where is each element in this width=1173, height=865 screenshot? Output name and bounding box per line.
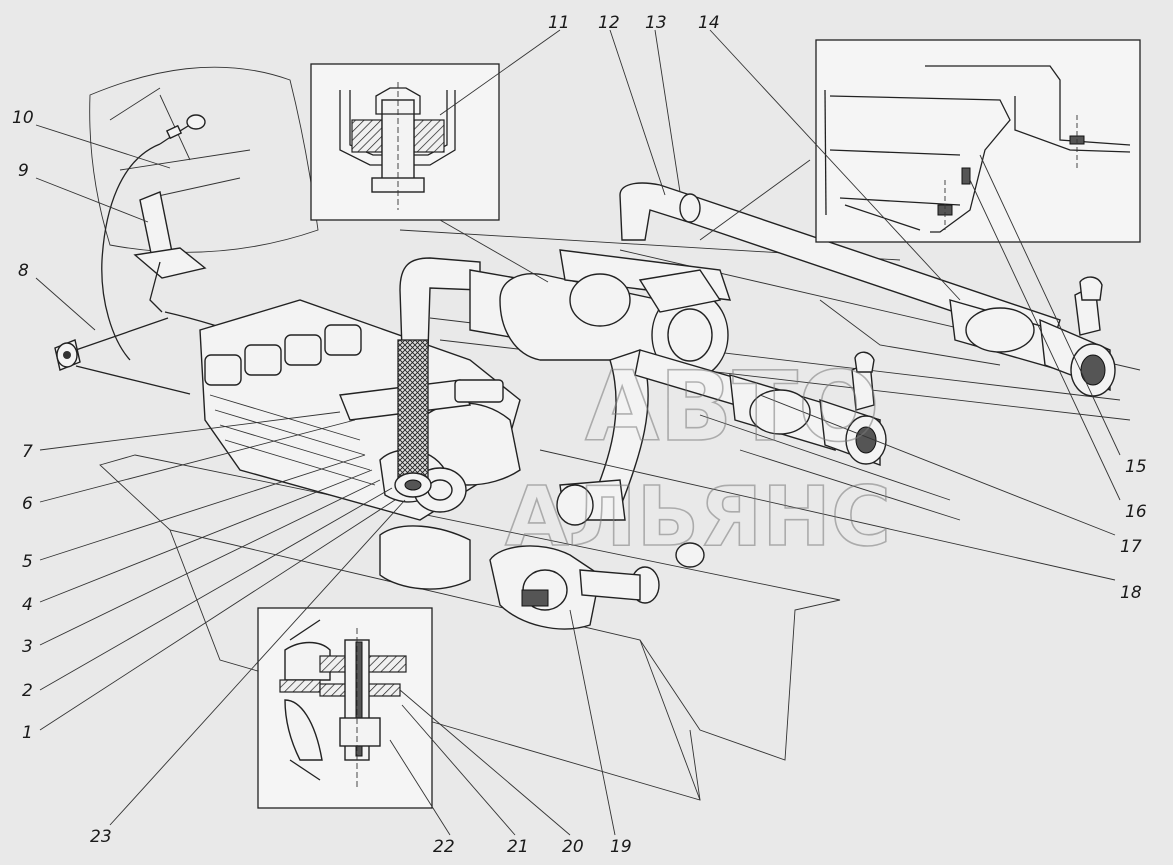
detail-view-flange-joint [257,607,433,809]
callout-21: 21 [507,837,529,857]
callout-5: 5 [22,552,33,572]
callout-4: 4 [22,595,33,615]
callout-10: 10 [12,108,34,128]
detail-view-muffler-mount [310,63,500,221]
callout-1: 1 [22,723,33,743]
callout-15: 15 [1125,457,1147,477]
vertical-exhaust-pipe [394,257,481,498]
callout-23: 23 [90,827,112,847]
detail-view-frame-bracket [815,39,1141,243]
callout-6: 6 [22,494,33,514]
accelerator-pedal [133,191,207,313]
watermark-line2: АЛЬЯНС [505,470,891,565]
callout-20: 20 [562,837,584,857]
callout-3: 3 [22,637,33,657]
tail-pipe-lower [634,349,887,466]
engine-lower-parts [379,525,705,630]
callout-19: 19 [610,837,632,857]
callout-2: 2 [22,681,33,701]
callout-9: 9 [18,161,29,181]
leader-lines [35,29,1121,836]
callout-17: 17 [1120,537,1142,557]
muffler-outlet-pipe [556,349,649,526]
watermark-line1: АВТО [585,351,880,463]
callout-13: 13 [645,13,667,33]
muffler [469,249,732,380]
callout-18: 18 [1120,583,1142,603]
callout-12: 12 [598,13,620,33]
callout-8: 8 [18,261,29,281]
callout-labels: 1 2 3 4 5 6 7 8 9 10 11 12 13 14 15 16 1… [12,13,1147,857]
pedal-shaft-bracket [54,339,81,371]
callout-7: 7 [22,442,33,462]
hand-control-knob [159,114,206,145]
callout-14: 14 [698,13,720,33]
callout-11: 11 [548,13,570,33]
callout-16: 16 [1125,502,1147,522]
cab-floor [89,66,319,253]
tail-pipe-upper [619,182,1116,397]
watermark: АВТО АЛЬЯНС [504,350,892,566]
callout-22: 22 [433,837,455,857]
